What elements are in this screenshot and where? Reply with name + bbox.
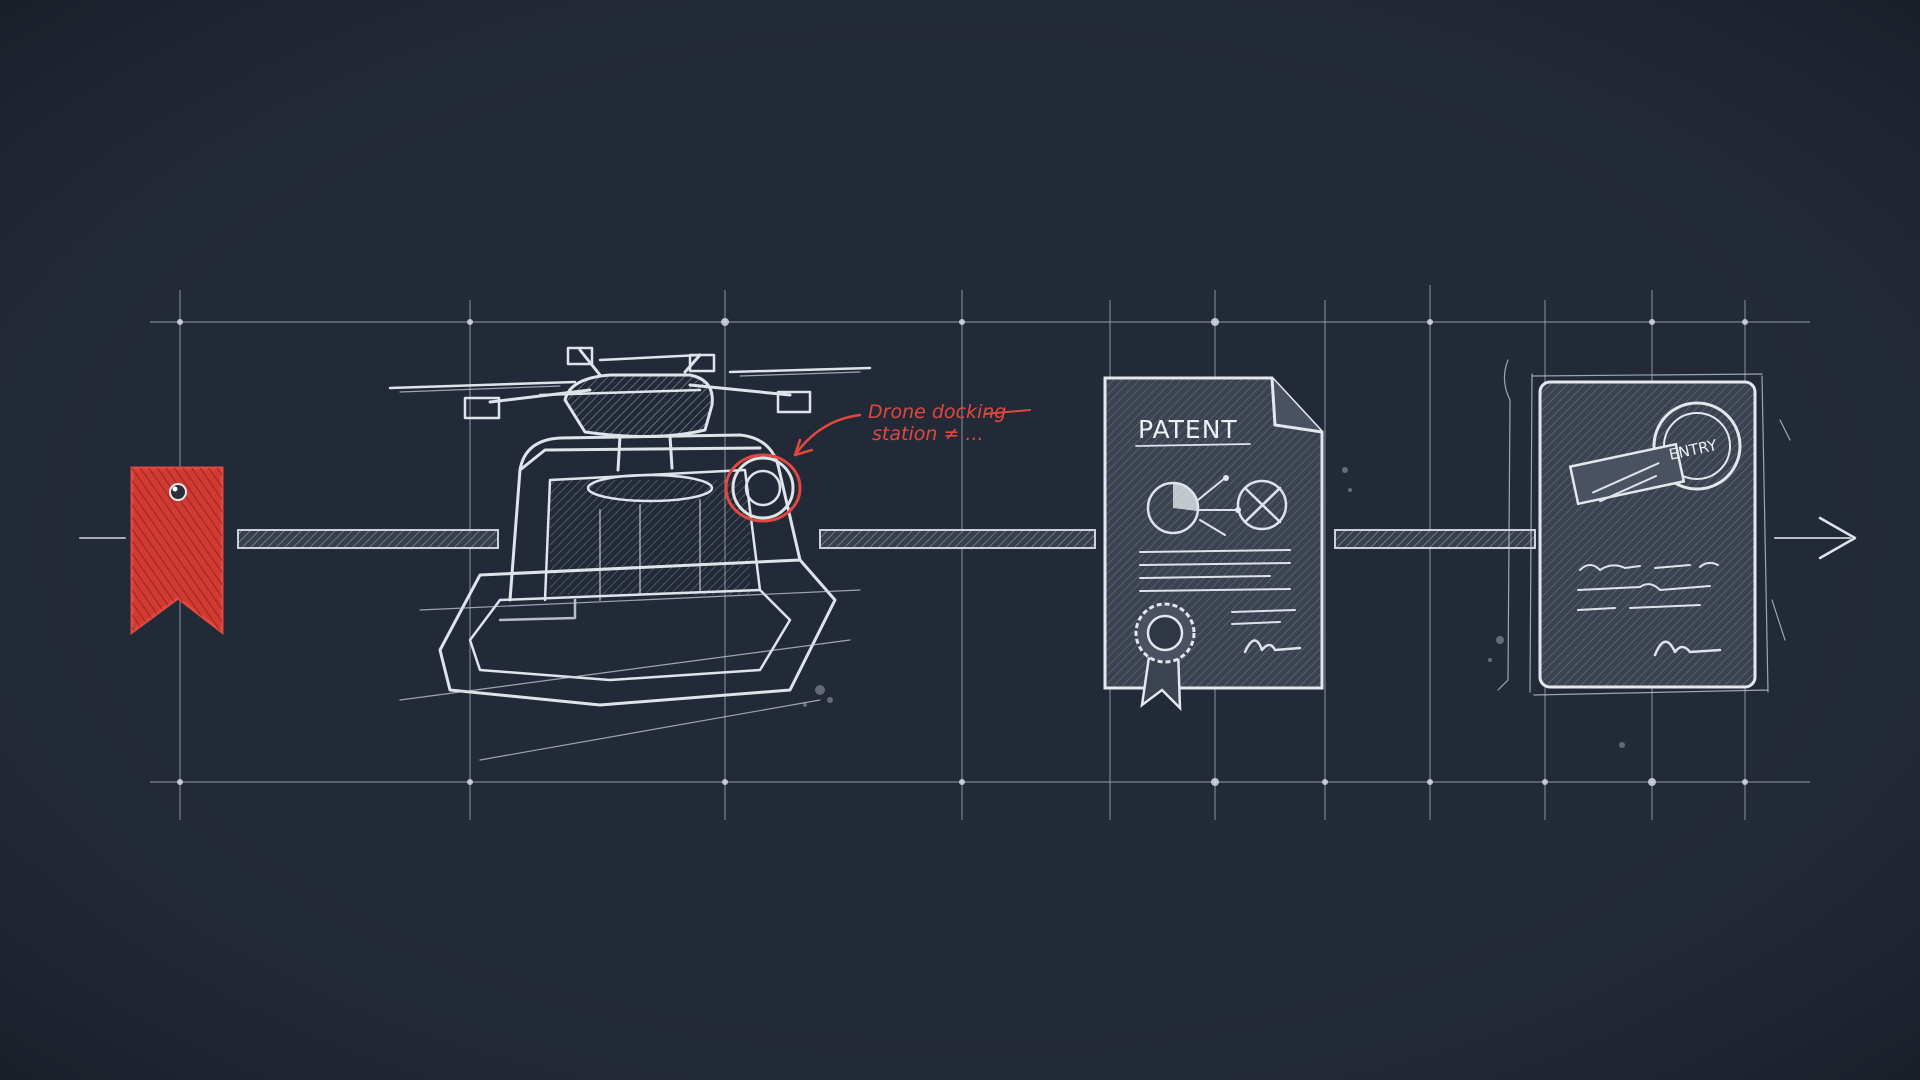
drone-docking-station-sketch: [388, 346, 872, 761]
annotation-line-2: station ≠ ...: [872, 423, 984, 445]
stamp-icon: ENTRY: [1568, 401, 1742, 506]
patent-title: PATENT: [1138, 415, 1238, 444]
annotation-callout: Drone docking station ≠ ...: [793, 401, 1031, 457]
ribbon-seal-icon: [1134, 602, 1196, 712]
signature-icon: [1653, 640, 1722, 657]
red-bookmark-icon: [130, 466, 224, 636]
annotation-line-1: Drone docking: [868, 401, 1006, 423]
x-circle-icon: [1236, 479, 1288, 531]
pie-chart-icon: [1146, 481, 1200, 535]
chalk-smudges: [803, 467, 1625, 748]
patent-document-icon: PATENT: [1103, 376, 1324, 712]
docking-sensor-highlight: [724, 453, 802, 523]
drone-icon: [388, 346, 872, 472]
timeline-bar: [79, 529, 1851, 549]
entry-document-icon: ENTRY: [1497, 359, 1791, 696]
arrow-right-icon: [1818, 516, 1857, 560]
